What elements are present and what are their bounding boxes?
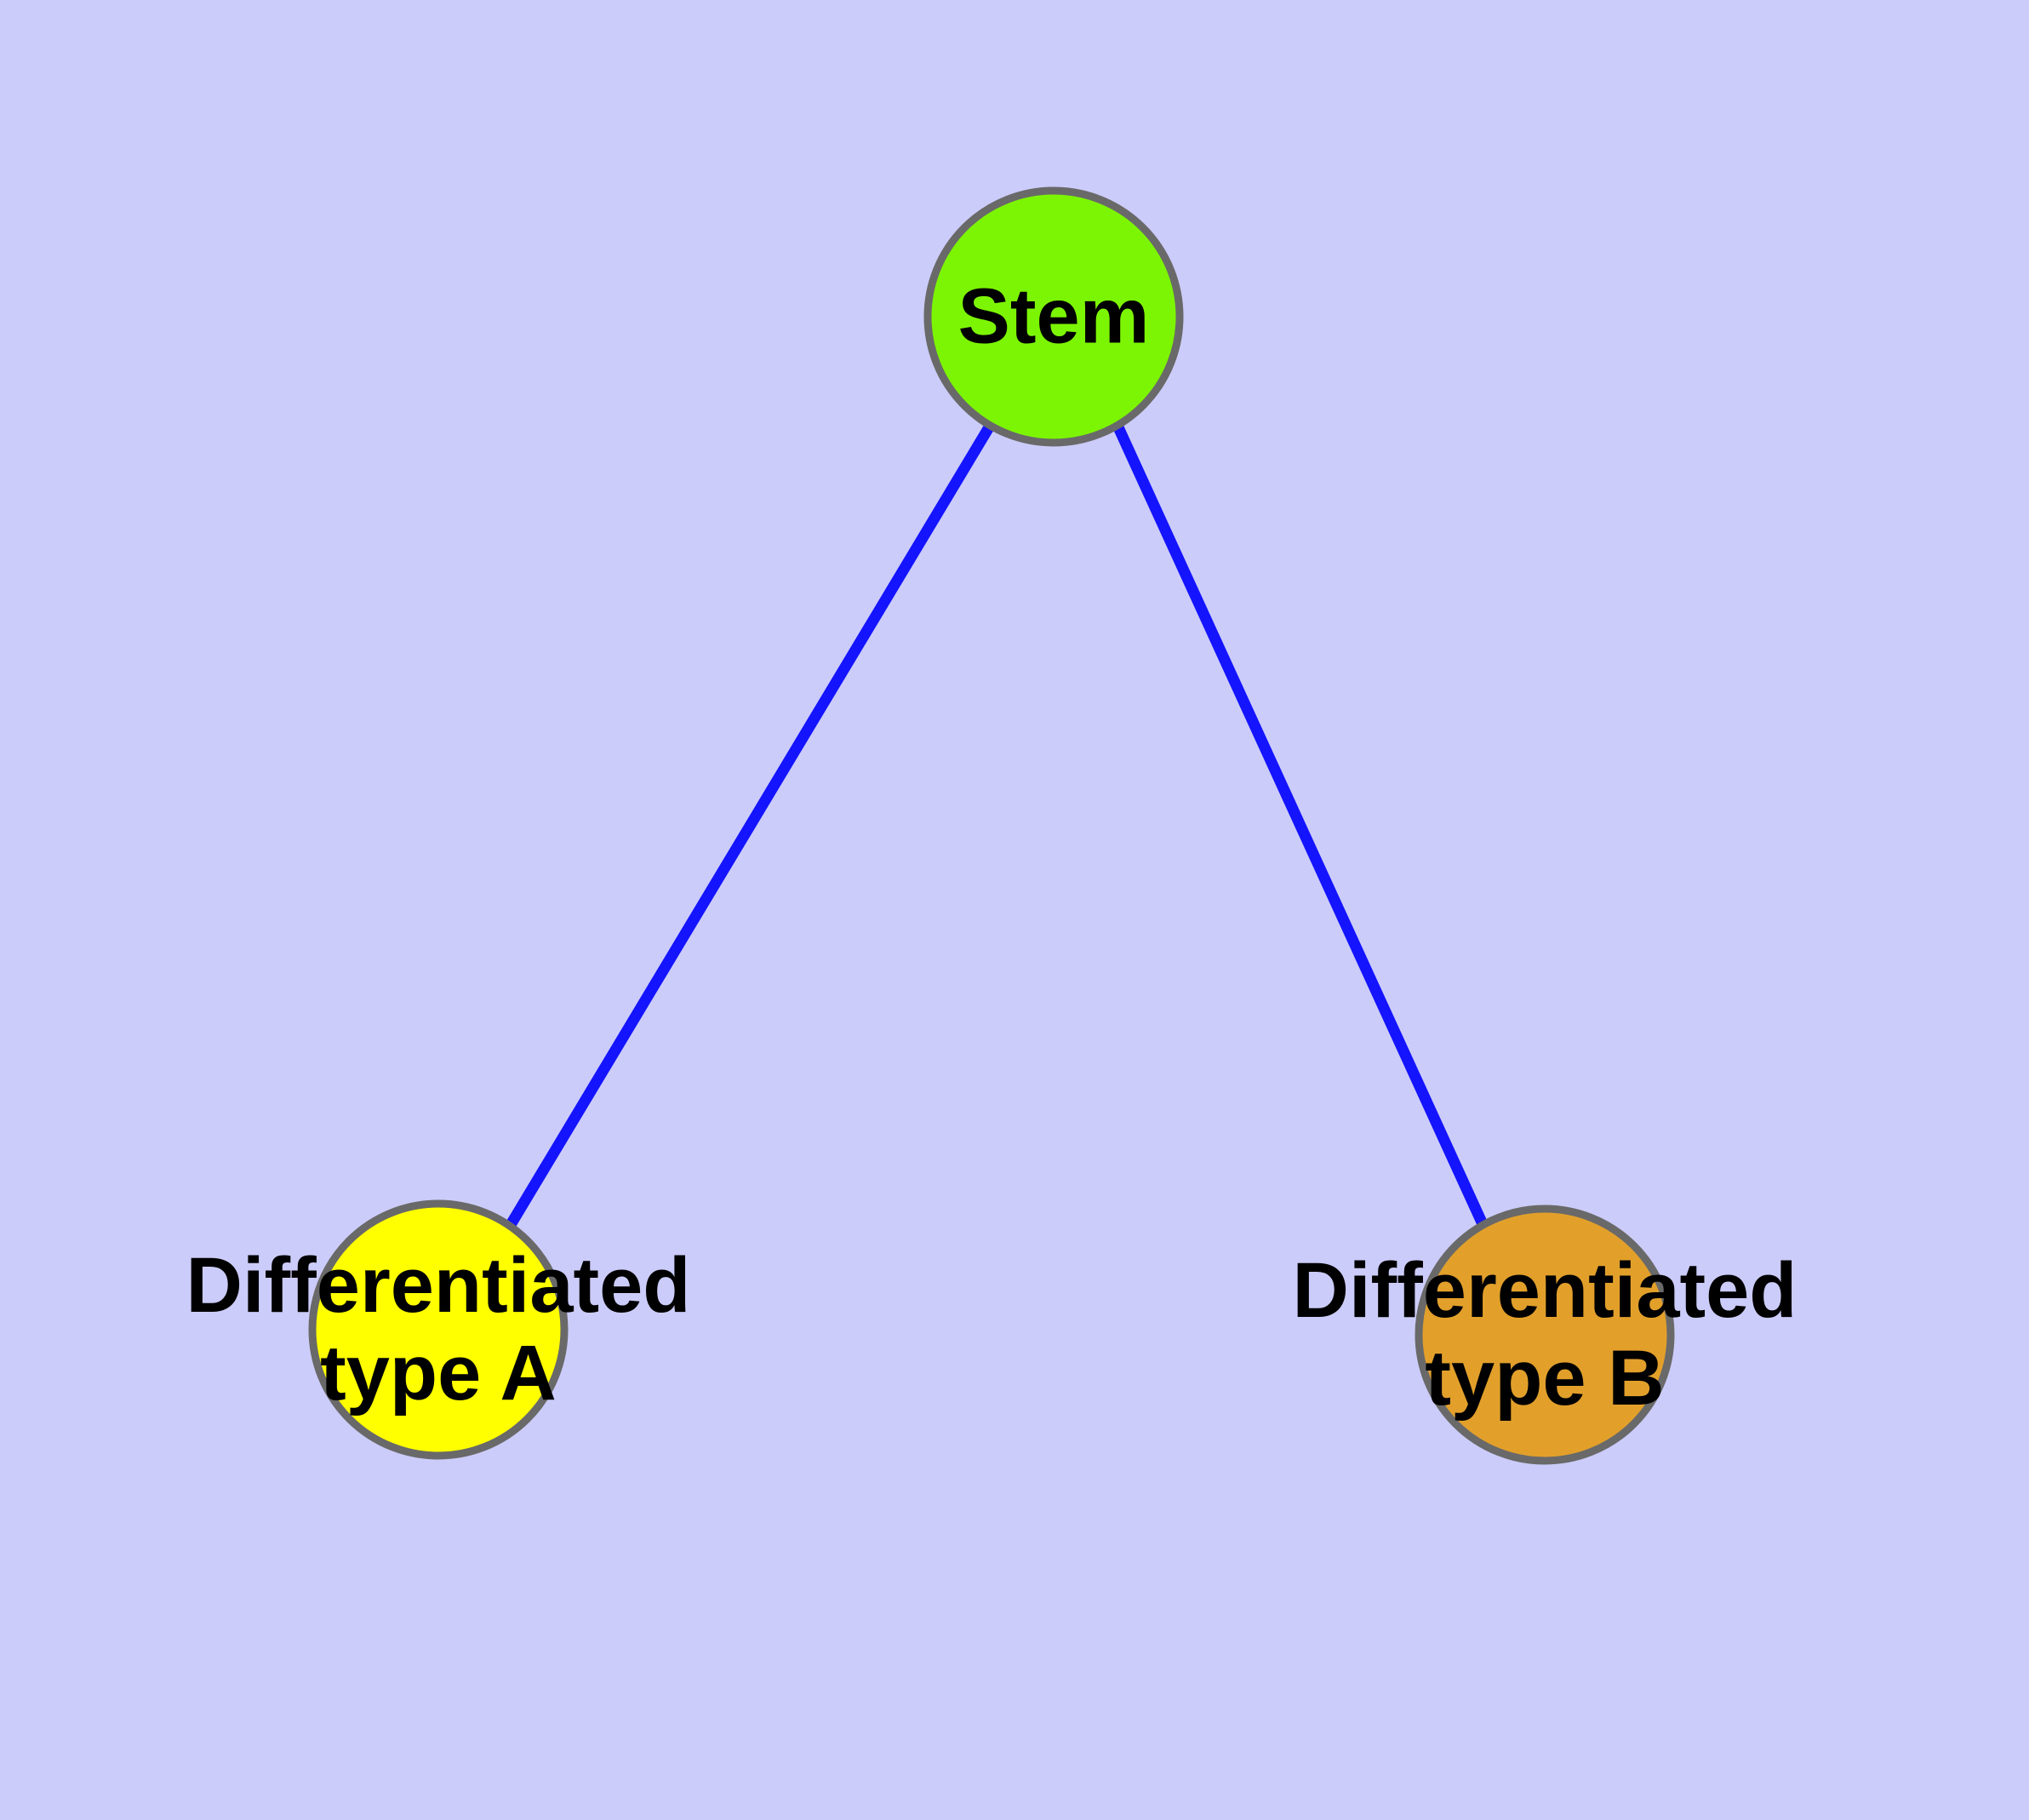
node-diff-a[interactable] xyxy=(308,1199,569,1460)
edge-stem-to-diff-b[interactable] xyxy=(1113,425,1488,1227)
node-stem[interactable] xyxy=(923,186,1184,447)
node-diff-b[interactable] xyxy=(1415,1205,1675,1465)
edge-stem-to-diff-a[interactable] xyxy=(504,424,994,1231)
nodes-layer xyxy=(308,186,1675,1465)
edges-layer xyxy=(504,424,1488,1231)
